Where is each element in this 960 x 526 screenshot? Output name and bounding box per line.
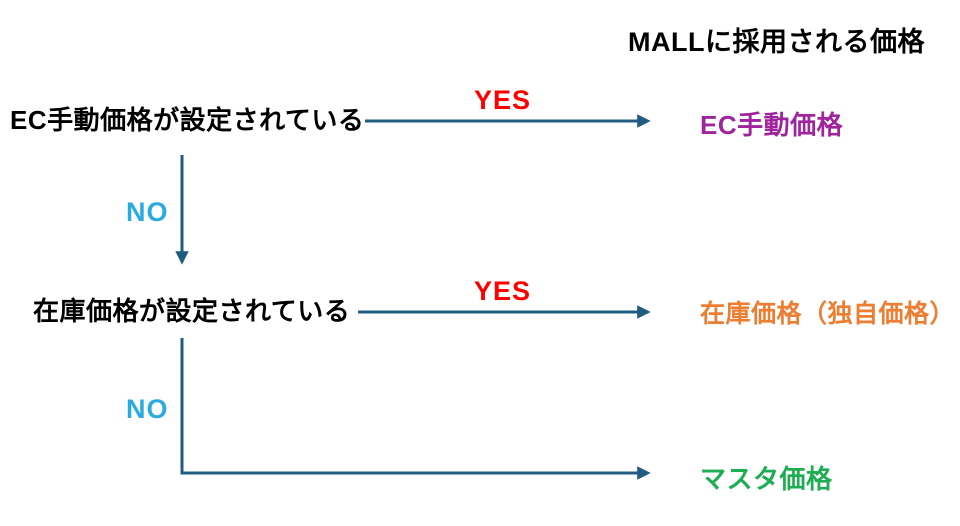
- result-master-price: マスタ価格: [700, 464, 833, 494]
- diagram-title: MALLに採用される価格: [628, 27, 925, 57]
- no-label-2: NO: [126, 394, 169, 424]
- condition-ec-manual-price: EC手動価格が設定されている: [10, 105, 365, 135]
- yes-label-2: YES: [474, 276, 532, 306]
- yes-label-1: YES: [474, 85, 532, 115]
- no-label-1: NO: [126, 197, 169, 227]
- condition-stock-price: 在庫価格が設定されている: [33, 296, 351, 326]
- result-stock-price: 在庫価格（独自価格）: [700, 300, 956, 328]
- result-ec-manual-price: EC手動価格: [700, 110, 844, 140]
- no-elbow-arrow: [180, 338, 651, 480]
